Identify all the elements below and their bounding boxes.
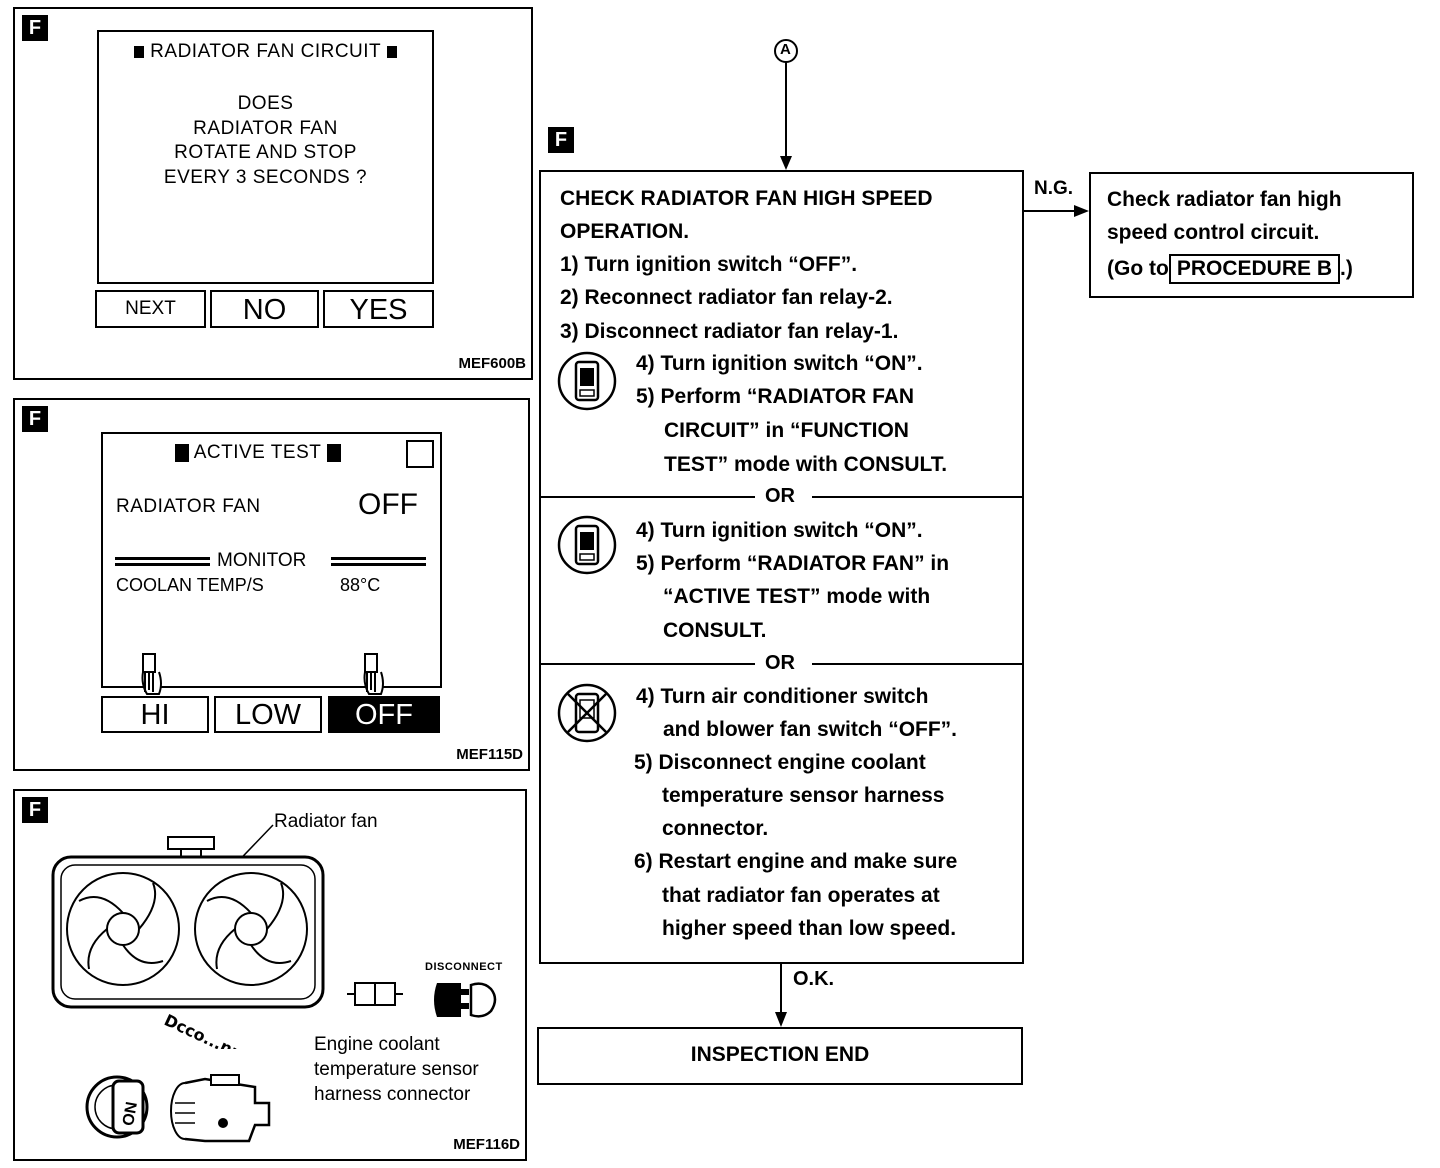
finger-press-icon: [141, 653, 162, 695]
section2-step-5-cont: CONSULT.: [663, 619, 767, 642]
ng-line: speed control circuit.: [1107, 221, 1320, 244]
screen-title: ACTIVE TEST: [175, 442, 341, 464]
radiator-fan-label: Radiator fan: [274, 811, 378, 832]
main-title-line: CHECK RADIATOR FAN HIGH SPEED: [560, 187, 933, 210]
ignition-key-on-icon: [85, 1075, 149, 1139]
title-marker-icon: [134, 45, 145, 58]
section1-step-5: 5) Perform “RADIATOR FAN: [636, 385, 915, 408]
sensor-label: COOLAN TEMP/S: [116, 575, 264, 595]
step-2: 2) Reconnect radiator fan relay-2.: [560, 286, 893, 309]
question-line: EVERY 3 SECONDS ?: [163, 166, 368, 188]
connector-label-line: harness connector: [314, 1084, 471, 1105]
test-item-label: RADIATOR FAN: [116, 496, 261, 517]
connector-icon: [347, 982, 403, 1006]
title-marker-icon: [175, 443, 189, 462]
ng-line: Check radiator fan high: [1107, 188, 1342, 211]
consult-screen-panel-radiator-fan-circuit: F RADIATOR FAN CIRCUIT DOES RADIATOR FAN…: [13, 7, 533, 380]
radiator-fan-illustration: Dcco...nn: [51, 824, 325, 1049]
section2-step-5-cont: “ACTIVE TEST” mode with: [663, 585, 931, 608]
title-marker-icon: [326, 443, 341, 462]
connector-label: Engine coolant temperature sensor harnes…: [314, 1032, 479, 1107]
step-1: 1) Turn ignition switch “OFF”.: [560, 253, 858, 276]
section3-step-4-cont: and blower fan switch “OFF”.: [663, 718, 958, 741]
section2-step-5: 5) Perform “RADIATOR FAN” in: [636, 552, 950, 575]
section3-step-5: 5) Disconnect engine coolant: [634, 751, 926, 774]
or-divider-label: OR: [757, 485, 803, 508]
engine-icon: [170, 1074, 271, 1143]
test-item-value: OFF: [358, 488, 418, 521]
question-line: ROTATE AND STOP: [174, 142, 357, 163]
ng-label: N.G.: [1034, 178, 1074, 199]
figure-code: MEF116D: [453, 1136, 520, 1153]
section-tag-f: F: [548, 127, 574, 153]
section1-step-4: 4) Turn ignition switch “ON”.: [636, 352, 923, 375]
consult-display: RADIATOR FAN CIRCUIT DOES RADIATOR FAN R…: [97, 30, 434, 284]
question-text: DOES RADIATOR FAN ROTATE AND STOP EVERY …: [99, 92, 432, 190]
next-button[interactable]: NEXT: [95, 290, 206, 328]
consult-display: ACTIVE TEST RADIATOR FAN OFF MONITOR COO…: [101, 432, 442, 695]
section1-step-5-cont: TEST” mode with CONSULT.: [664, 453, 948, 476]
finger-press-icon: [363, 653, 384, 695]
no-consult-icon: [557, 683, 617, 743]
section2-step-4: 4) Turn ignition switch “ON”.: [636, 519, 923, 542]
no-button[interactable]: NO: [210, 290, 319, 328]
section3-step-6-cont: higher speed than low speed.: [662, 917, 957, 940]
disconnect-icon: [434, 982, 497, 1018]
main-title: CHECK RADIATOR FAN HIGH SPEED OPERATION.: [560, 182, 933, 249]
screen-title-text: RADIATOR FAN CIRCUIT: [150, 41, 381, 62]
main-title-line: OPERATION.: [560, 220, 690, 244]
section-tag-f: F: [22, 406, 48, 432]
disconnect-label: DISCONNECT: [425, 961, 503, 973]
monitor-divider-left: [115, 557, 210, 566]
section3-step-4: 4) Turn air conditioner switch: [636, 685, 929, 708]
go-to-prefix: (Go to: [1107, 257, 1169, 280]
section3-step-6: 6) Restart engine and make sure: [634, 850, 958, 873]
inspection-end-label: INSPECTION END: [690, 1043, 870, 1066]
consult-screen-panel-active-test: F ACTIVE TEST RADIATOR FAN OFF MONITOR C…: [13, 398, 530, 771]
question-line: DOES: [237, 93, 294, 114]
ng-result-box: Check radiator fan high speed control ci…: [1089, 172, 1414, 298]
section1-step-5-cont: CIRCUIT” in “FUNCTION: [664, 419, 909, 442]
low-button[interactable]: LOW: [214, 696, 322, 733]
title-marker-icon: [386, 45, 397, 58]
check-high-speed-operation-box: CHECK RADIATOR FAN HIGH SPEED OPERATION.…: [539, 170, 1024, 964]
section3-step-6-cont: that radiator fan operates at: [662, 884, 940, 907]
off-button[interactable]: OFF: [328, 696, 440, 733]
screen-title: RADIATOR FAN CIRCUIT: [99, 40, 432, 65]
inspection-end-box: INSPECTION END: [537, 1027, 1023, 1085]
connector-a-label: A: [780, 41, 791, 58]
checkbox[interactable]: [406, 440, 434, 468]
section3-step-5-cont: connector.: [662, 817, 769, 840]
component-location-panel: F Radiator fan Dcco...nn DISCONNECT Engi…: [13, 789, 527, 1161]
figure-code: MEF600B: [458, 355, 526, 372]
connector-label-line: temperature sensor: [314, 1059, 479, 1080]
yes-button[interactable]: YES: [323, 290, 434, 328]
or-divider-label: OR: [757, 652, 803, 675]
consult-device-icon: [557, 351, 617, 411]
question-line: RADIATOR FAN: [193, 117, 338, 139]
section3-step-5-cont: temperature sensor harness: [662, 784, 945, 807]
sensor-value: 88°C: [340, 575, 381, 595]
section-tag-f: F: [22, 797, 48, 823]
go-to-suffix: .): [1340, 257, 1353, 280]
monitor-divider-right: [331, 557, 426, 566]
consult-device-icon: [557, 515, 617, 575]
ok-label: O.K.: [793, 968, 835, 990]
hi-button[interactable]: HI: [101, 696, 209, 733]
procedure-b-reference[interactable]: PROCEDURE B: [1168, 254, 1340, 284]
screen-title-text: ACTIVE TEST: [193, 442, 322, 463]
figure-code: MEF115D: [456, 746, 523, 763]
section-tag-f: F: [22, 15, 48, 41]
monitor-label: MONITOR: [217, 550, 307, 571]
connector-label-line: Engine coolant: [314, 1034, 440, 1055]
step-3: 3) Disconnect radiator fan relay-1.: [560, 320, 899, 343]
